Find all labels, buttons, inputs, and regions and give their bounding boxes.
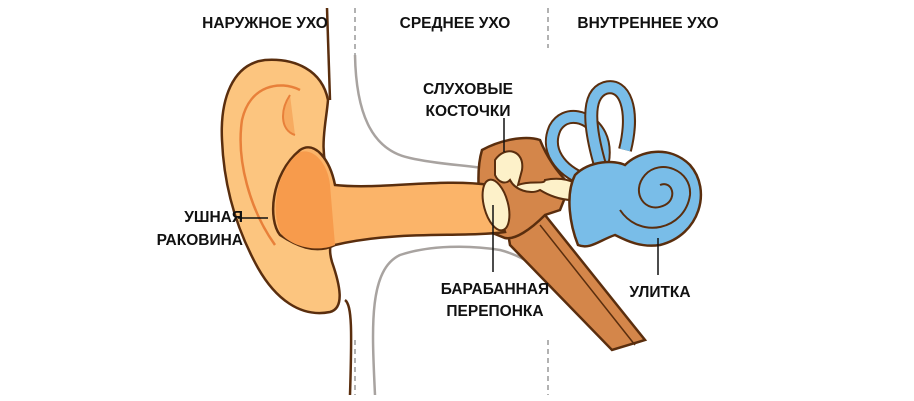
antihelix-fold bbox=[282, 94, 296, 136]
skull-line-upper bbox=[353, 54, 496, 172]
head-contour-top bbox=[325, 7, 332, 101]
eardrum bbox=[481, 178, 511, 232]
header-outer-ear: НАРУЖНОЕ УХО bbox=[202, 15, 328, 32]
semicircular-canals bbox=[544, 80, 636, 187]
label-cochlea: УЛИТКА bbox=[629, 284, 690, 301]
head-contour-bottom bbox=[344, 298, 353, 396]
eustachian-tube-inner-line bbox=[539, 224, 636, 346]
label-ossicles-line2: КОСТОЧКИ bbox=[426, 103, 511, 120]
label-eardrum-line2: ПЕРЕПОНКА bbox=[446, 303, 543, 320]
helix-fold bbox=[239, 84, 301, 246]
label-auricle-line2: РАКОВИНА bbox=[157, 232, 243, 249]
canal-left bbox=[546, 111, 609, 185]
cochlea bbox=[568, 150, 703, 248]
header-inner-ear: ВНУТРЕННЕЕ УХО bbox=[577, 15, 718, 32]
section-dividers bbox=[354, 8, 549, 395]
label-eardrum-line1: БАРАБАННАЯ bbox=[441, 281, 549, 298]
leader-lines bbox=[238, 118, 659, 275]
label-ossicles-line1: СЛУХОВЫЕ bbox=[423, 81, 513, 98]
cochlea-spiral bbox=[619, 166, 692, 229]
concha bbox=[275, 151, 335, 249]
header-middle-ear: СРЕДНЕЕ УХО bbox=[400, 15, 511, 32]
label-auricle-line1: УШНАЯ bbox=[184, 209, 243, 226]
canal-top bbox=[586, 82, 634, 167]
